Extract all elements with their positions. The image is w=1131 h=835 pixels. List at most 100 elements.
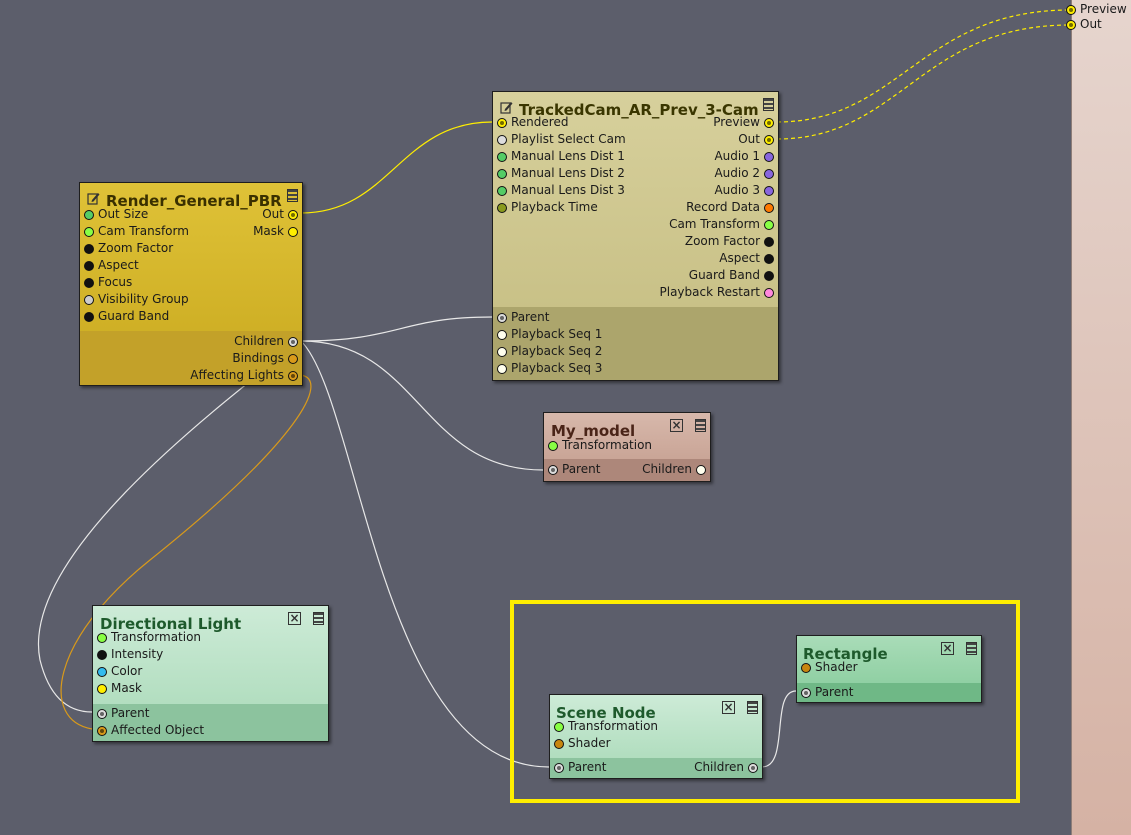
port-in-focus[interactable]: Focus	[84, 274, 132, 291]
port-out-zoom-factor[interactable]: Zoom Factor	[685, 233, 774, 250]
port-dot[interactable]	[764, 237, 774, 247]
port-out-audio-3[interactable]: Audio 3	[714, 182, 774, 199]
port-out-out[interactable]: Out	[738, 131, 774, 148]
port-in-cam-transform[interactable]: Cam Transform	[84, 223, 189, 240]
port-dot[interactable]	[548, 441, 558, 451]
port-dot[interactable]	[84, 278, 94, 288]
port-dot[interactable]	[764, 203, 774, 213]
port-dot[interactable]	[288, 371, 298, 381]
edit-icon[interactable]	[500, 101, 513, 114]
external-preview-port[interactable]: Preview	[1066, 1, 1127, 18]
port-in-playback-seq-2[interactable]: Playback Seq 2	[497, 343, 602, 360]
port-dot[interactable]	[764, 220, 774, 230]
port-in-intensity[interactable]: Intensity	[97, 646, 163, 663]
port-in-zoom-factor[interactable]: Zoom Factor	[84, 240, 173, 257]
port-dot[interactable]	[764, 254, 774, 264]
port-dot[interactable]	[497, 135, 507, 145]
node-menu-icon[interactable]	[287, 189, 298, 202]
port-dot[interactable]	[764, 152, 774, 162]
port-dot[interactable]	[497, 203, 507, 213]
port-in-mask[interactable]: Mask	[97, 680, 142, 697]
port-dot[interactable]	[497, 364, 507, 374]
port-in-affected-object[interactable]: Affected Object	[97, 722, 204, 739]
port-dot[interactable]	[764, 135, 774, 145]
port-in-color[interactable]: Color	[97, 663, 142, 680]
port-dot[interactable]	[497, 118, 507, 128]
port-dot[interactable]	[801, 688, 811, 698]
port-dot[interactable]	[97, 684, 107, 694]
port-out-bindings[interactable]: Bindings	[232, 350, 298, 367]
port-in-shader[interactable]: Shader	[554, 735, 611, 752]
node-menu-icon[interactable]	[747, 701, 758, 714]
port-dot[interactable]	[84, 261, 94, 271]
port-dot[interactable]	[84, 227, 94, 237]
external-out-dot[interactable]	[1066, 20, 1076, 30]
port-out-children[interactable]: Children	[694, 759, 758, 776]
port-dot[interactable]	[97, 709, 107, 719]
port-in-manual-lens-dist-2[interactable]: Manual Lens Dist 2	[497, 165, 625, 182]
port-dot[interactable]	[288, 210, 298, 220]
port-in-parent[interactable]: Parent	[554, 759, 606, 776]
close-icon[interactable]: ×	[722, 700, 735, 714]
port-out-affecting-lights[interactable]: Affecting Lights	[190, 367, 298, 384]
port-out-aspect[interactable]: Aspect	[719, 250, 774, 267]
port-dot[interactable]	[497, 152, 507, 162]
port-in-playback-seq-3[interactable]: Playback Seq 3	[497, 360, 602, 377]
port-out-cam-transform[interactable]: Cam Transform	[669, 216, 774, 233]
node-menu-icon[interactable]	[313, 612, 324, 625]
port-out-guard-band[interactable]: Guard Band	[689, 267, 774, 284]
port-out-audio-1[interactable]: Audio 1	[714, 148, 774, 165]
external-preview-dot[interactable]	[1066, 5, 1076, 15]
port-in-playback-seq-1[interactable]: Playback Seq 1	[497, 326, 602, 343]
port-out-children[interactable]: Children	[234, 333, 298, 350]
port-dot[interactable]	[97, 667, 107, 677]
port-dot[interactable]	[497, 186, 507, 196]
port-dot[interactable]	[748, 763, 758, 773]
port-out-mask[interactable]: Mask	[253, 223, 298, 240]
port-dot[interactable]	[696, 465, 706, 475]
port-dot[interactable]	[548, 465, 558, 475]
port-dot[interactable]	[764, 118, 774, 128]
port-in-parent[interactable]: Parent	[497, 309, 549, 326]
node-menu-icon[interactable]	[763, 98, 774, 111]
port-in-rendered[interactable]: Rendered	[497, 114, 568, 131]
port-dot[interactable]	[554, 722, 564, 732]
port-in-parent[interactable]: Parent	[97, 705, 149, 722]
port-out-record-data[interactable]: Record Data	[686, 199, 774, 216]
port-dot[interactable]	[554, 763, 564, 773]
port-dot[interactable]	[84, 210, 94, 220]
port-out-preview[interactable]: Preview	[713, 114, 774, 131]
port-in-transformation[interactable]: Transformation	[548, 437, 652, 454]
port-in-transformation[interactable]: Transformation	[554, 718, 658, 735]
port-dot[interactable]	[764, 169, 774, 179]
port-dot[interactable]	[288, 354, 298, 364]
port-in-out-size[interactable]: Out Size	[84, 206, 148, 223]
port-dot[interactable]	[497, 313, 507, 323]
node-menu-icon[interactable]	[695, 419, 706, 432]
edit-icon[interactable]	[87, 192, 100, 205]
port-in-manual-lens-dist-1[interactable]: Manual Lens Dist 1	[497, 148, 625, 165]
port-dot[interactable]	[764, 288, 774, 298]
port-dot[interactable]	[497, 347, 507, 357]
port-dot[interactable]	[97, 726, 107, 736]
port-dot[interactable]	[554, 739, 564, 749]
port-dot[interactable]	[97, 633, 107, 643]
node-menu-icon[interactable]	[966, 642, 977, 655]
port-in-parent[interactable]: Parent	[548, 461, 600, 478]
port-dot[interactable]	[288, 337, 298, 347]
port-in-aspect[interactable]: Aspect	[84, 257, 139, 274]
close-icon[interactable]: ×	[670, 418, 683, 432]
port-dot[interactable]	[84, 244, 94, 254]
port-out-children[interactable]: Children	[642, 461, 706, 478]
rectangle-node[interactable]: Rectangle × Shader Parent	[796, 635, 982, 703]
port-dot[interactable]	[288, 227, 298, 237]
port-in-shader[interactable]: Shader	[801, 659, 858, 676]
port-out-out[interactable]: Out	[262, 206, 298, 223]
port-in-visibility-group[interactable]: Visibility Group	[84, 291, 189, 308]
port-dot[interactable]	[764, 186, 774, 196]
port-dot[interactable]	[497, 169, 507, 179]
port-dot[interactable]	[801, 663, 811, 673]
